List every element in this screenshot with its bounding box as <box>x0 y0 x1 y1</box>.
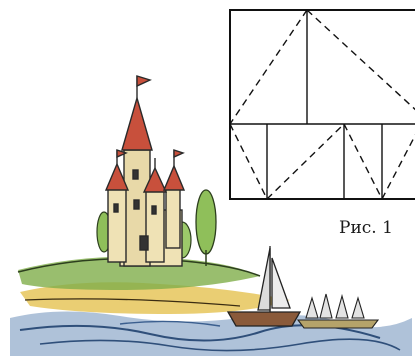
diagram-dashed-line <box>229 9 308 125</box>
diagram-dashed-line <box>306 9 415 111</box>
diagram-outer-rectangle <box>229 9 415 200</box>
diagram-dashed-line <box>229 123 268 200</box>
sailboat <box>226 246 302 327</box>
island-sand <box>20 282 290 314</box>
island-grass <box>18 256 260 290</box>
castle <box>104 75 186 267</box>
diagram-dashed-line <box>343 123 383 200</box>
diagram-dashed-line <box>381 134 415 200</box>
diagram-dashed-line <box>266 123 345 200</box>
small-sailboats <box>296 293 380 329</box>
tree <box>195 189 217 266</box>
figure-caption: Рис. 1 <box>339 218 393 238</box>
